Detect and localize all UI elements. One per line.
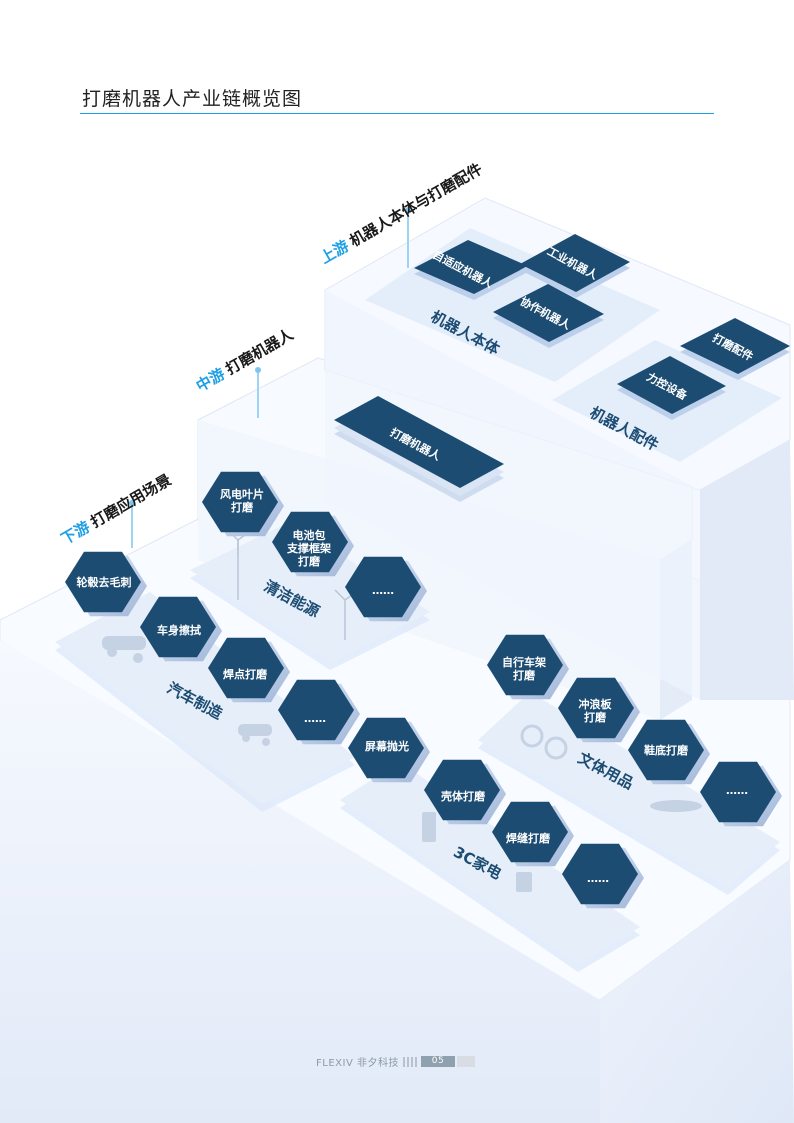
hex-label-shell-grind: 壳体打磨 bbox=[441, 790, 485, 803]
footer-brand: FLEXIV 非夕科技 bbox=[316, 1058, 399, 1069]
wind-turbine-icon bbox=[224, 527, 357, 640]
hex-shell-grind bbox=[424, 759, 506, 825]
surfboard-icon bbox=[650, 800, 702, 812]
hex-spot-weld bbox=[208, 637, 290, 703]
top-step-front bbox=[325, 290, 700, 700]
hex-shoe-sole bbox=[628, 719, 710, 785]
footer: FLEXIV 非夕科技 05 bbox=[316, 1054, 475, 1069]
appliance-icon bbox=[422, 812, 532, 892]
hex-auto-more bbox=[278, 679, 360, 745]
hex-label-surfboard: 冲浪板 打磨 bbox=[578, 698, 612, 724]
hex-wind-blade bbox=[202, 471, 284, 537]
hex-3c-more bbox=[562, 843, 644, 909]
hex-label-seam-grind: 焊缝打磨 bbox=[506, 832, 550, 845]
hex-label-bike-frame: 自行车架 打磨 bbox=[502, 656, 546, 682]
car-icon bbox=[102, 636, 272, 746]
hex-label-screen-polish: 屏幕抛光 bbox=[365, 740, 409, 753]
card-industrial-robot bbox=[520, 234, 630, 298]
hex-label-wheel-deburr: 轮毂去毛刺 bbox=[76, 576, 132, 589]
hex-label-body-wipe: 车身擦拭 bbox=[157, 624, 201, 637]
page-title: 打磨机器人产业链概览图 bbox=[82, 88, 303, 110]
hex-label-clean-more: …… bbox=[372, 584, 394, 597]
hex-label-auto-more: …… bbox=[304, 712, 326, 725]
page-number: 05 bbox=[420, 1056, 455, 1067]
card-collab-robot bbox=[493, 284, 604, 348]
hex-label-sports-more: …… bbox=[726, 784, 748, 797]
hex-label-shoe-sole: 鞋底打磨 bbox=[644, 744, 688, 757]
platform-clean bbox=[190, 522, 430, 670]
bicycle-icon bbox=[520, 724, 568, 760]
hex-body-wipe bbox=[140, 596, 222, 662]
bottom-step-side bbox=[600, 860, 794, 1123]
hex-wheel-deburr bbox=[65, 551, 147, 617]
card-grinding-parts bbox=[680, 318, 790, 380]
top-step-side bbox=[700, 440, 794, 700]
bottom-step-front bbox=[0, 640, 600, 1123]
hex-surfboard bbox=[558, 677, 640, 743]
pin-downstream bbox=[129, 500, 135, 548]
hex-label-spot-weld: 焊点打磨 bbox=[223, 668, 267, 681]
hex-bike-frame bbox=[487, 634, 569, 700]
hex-battery-frame bbox=[272, 511, 354, 577]
card-adaptive-robot bbox=[414, 240, 528, 300]
hex-sports-more bbox=[700, 761, 782, 827]
pin-upstream bbox=[405, 207, 411, 268]
hex-label-wind-blade: 风电叶片 打磨 bbox=[220, 488, 264, 514]
hex-screen-polish bbox=[348, 717, 430, 783]
card-force-control bbox=[617, 356, 726, 420]
hex-label-battery-frame: 电池包 支撑框架 打磨 bbox=[287, 529, 331, 568]
card-grinding-robot bbox=[334, 396, 504, 502]
hex-clean-more bbox=[345, 556, 427, 622]
title-rule bbox=[80, 113, 714, 114]
footer-bars bbox=[402, 1056, 417, 1067]
platform-3c bbox=[340, 762, 640, 972]
footer-tail bbox=[456, 1056, 475, 1067]
platform-sports bbox=[478, 692, 780, 895]
pin-midstream bbox=[255, 367, 261, 418]
hex-seam-grind bbox=[492, 801, 574, 867]
hex-label-3c-more: …… bbox=[587, 872, 609, 885]
